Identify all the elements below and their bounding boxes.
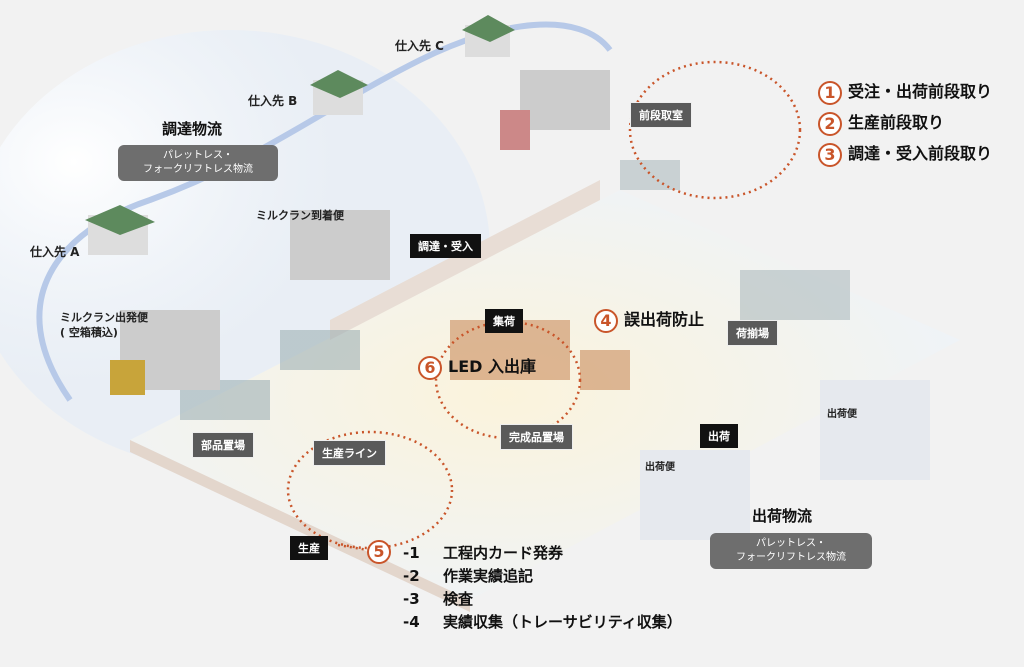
number-badge: 6 [418,355,442,380]
feature-label: 生産前段取り [848,113,945,132]
step-item: -4 実績収集（トレーサビリティ収集） [403,611,682,634]
supplier-b-label: 仕入先 B [248,94,298,108]
floor-wall [130,440,470,612]
area-production: 生産 [290,536,328,560]
number-badge: 5 [367,540,391,564]
note-line: パレットレス・ [756,538,826,549]
prep-feature-list: 1 受注・出荷前段取り 2 生産前段取り 3 調達・受入前段取り [818,78,992,171]
area-shipping-assembly: 荷揃場 [727,320,778,346]
floor-back-wall [330,180,600,340]
step-item: -1 工程内カード発券 [403,542,682,565]
area-collection: 集荷 [485,309,523,333]
step-label: 検査 [443,590,474,608]
line: ミルクラン出発便 [60,311,148,324]
step-number: -3 [403,590,420,608]
procurement-note: パレットレス・フォークリフトレス物流 [118,145,278,181]
line: ( 空箱積込) [60,326,118,339]
note-line: パレットレス・ [163,150,233,161]
number-badge: 3 [818,142,842,167]
shipping-truck-label: 出荷便 [645,462,675,473]
step-item: -3 検査 [403,588,682,611]
outbound-note: パレットレス・フォークリフトレス物流 [710,533,872,569]
feature-4: 4 誤出荷防止 [594,306,704,333]
feature-5: 5 [367,540,397,564]
step-label: 実績収集（トレーサビリティ収集） [443,613,682,631]
feature-6: 6 LED 入出庫 [418,353,536,380]
area-production-line: 生産ライン [313,440,386,466]
note-line: フォークリフトレス物流 [143,164,253,175]
feature-label: 調達・受入前段取り [848,144,993,163]
step-item: -2 作業実績追記 [403,565,682,588]
supplier-c-label: 仕入先 C [395,39,444,53]
number-badge: 2 [818,111,842,136]
area-finished-storage: 完成品置場 [500,424,573,450]
area-receiving: 調達・受入 [410,234,481,258]
shipping-truck-label: 出荷便 [827,409,857,420]
area-prep-room: 前段取室 [630,102,692,128]
production-steps: -1 工程内カード発券 -2 作業実績追記 -3 検査 -4 実績収集（トレーサビリティ… [403,542,682,634]
number-badge: 4 [594,308,618,333]
trucks [110,70,930,540]
step-number: -4 [403,613,420,631]
step-label: 工程内カード発券 [443,544,564,562]
supplier-a-label: 仕入先 A [30,245,80,259]
milkrun-arrival-label: ミルクラン到着便 [256,209,344,222]
outbound-title: 出荷物流 [752,507,813,525]
procurement-title: 調達物流 [162,120,223,138]
milkrun-departure-label: ミルクラン出発便 ( 空箱積込) [60,310,148,340]
area-shipping: 出荷 [700,424,738,448]
area-parts-storage: 部品置場 [192,432,254,458]
step-number: -2 [403,567,420,585]
step-number: -1 [403,544,420,562]
note-line: フォークリフトレス物流 [736,552,846,563]
feature-label: LED 入出庫 [448,357,536,376]
feature-1: 1 受注・出荷前段取り [818,78,992,109]
feature-label: 誤出荷防止 [624,310,705,329]
number-badge: 1 [818,80,842,105]
feature-label: 受注・出荷前段取り [848,82,993,101]
step-label: 作業実績追記 [443,567,534,585]
feature-3: 3 調達・受入前段取り [818,140,992,171]
feature-2: 2 生産前段取り [818,109,992,140]
supplier-buildings [85,15,515,255]
